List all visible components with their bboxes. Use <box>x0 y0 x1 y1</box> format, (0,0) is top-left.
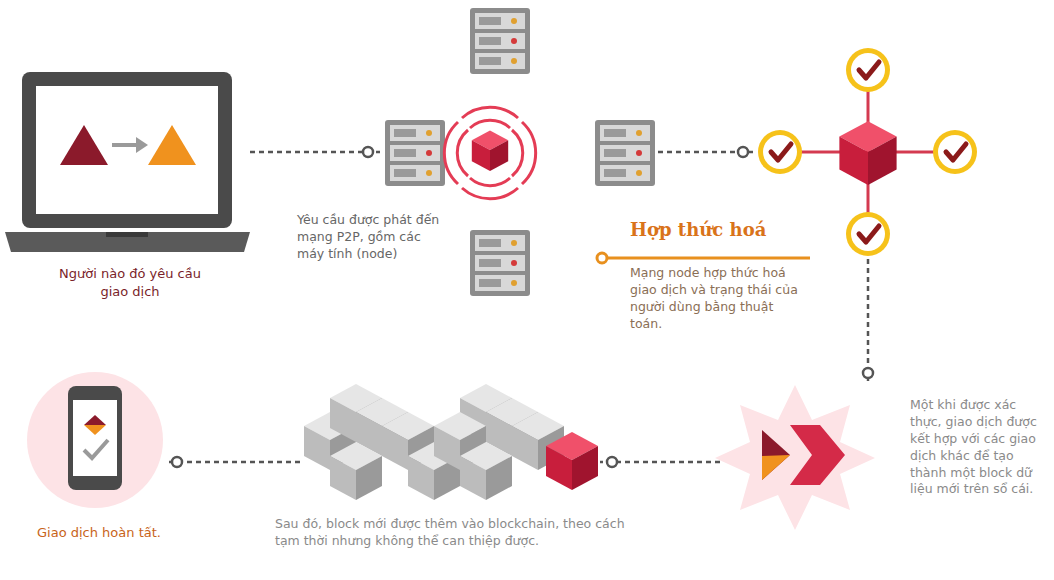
dotted-connector <box>165 457 300 467</box>
step-caption: Giao dịch hoàn tất. <box>37 524 197 542</box>
step-caption: Một khi được xác thực, giao dịch được kế… <box>910 397 1048 498</box>
validation-node: Hợp thức hoáMạng node hợp thức hoá giao … <box>755 45 980 259</box>
dotted-connector <box>600 457 720 467</box>
step-caption: Yêu cầu được phát đến mạng P2P, gồm các … <box>297 212 447 263</box>
phone-node: Giao dịch hoàn tất. <box>25 372 165 508</box>
dotted-connector <box>250 147 380 157</box>
p2p-network-node: Yêu cầu được phát đến mạng P2P, gồm các … <box>380 5 658 300</box>
dotted-connector <box>863 259 873 385</box>
dotted-connector <box>658 147 755 157</box>
step-caption: Mạng node hợp thức hoá giao dịch và trạn… <box>630 265 808 333</box>
step-heading: Hợp thức hoá <box>630 219 820 241</box>
blockchain-node: Sau đó, block mới được thêm vào blockcha… <box>300 380 600 500</box>
step-caption: Người nào đó yêu cầu giao dịch <box>45 265 215 300</box>
laptop-node: Người nào đó yêu cầu giao dịch <box>5 70 250 255</box>
new-block-node: Một khi được xác thực, giao dịch được kế… <box>720 385 878 530</box>
step-caption: Sau đó, block mới được thêm vào blockcha… <box>275 516 640 550</box>
